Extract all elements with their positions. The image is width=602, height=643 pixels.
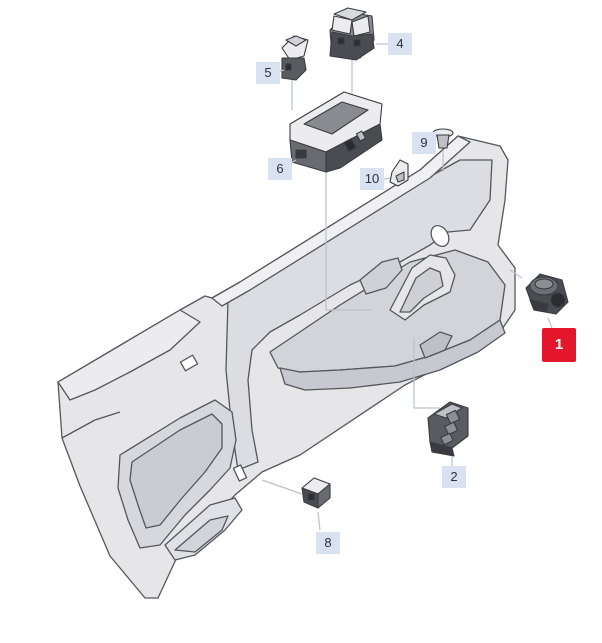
- callout-5[interactable]: 5: [256, 62, 280, 84]
- part-1-mirror-switch: [525, 273, 569, 315]
- door-trim-panel: [57, 135, 516, 599]
- leader-lines: [261, 48, 523, 495]
- part-6-switch-bezel: [289, 91, 383, 173]
- callout-6[interactable]: 6: [268, 158, 292, 180]
- callout-1-highlighted[interactable]: 1: [542, 328, 576, 362]
- callout-8[interactable]: 8: [316, 532, 340, 554]
- part-2-switch-module: [427, 401, 469, 457]
- part-5-window-switch-single: [281, 35, 309, 81]
- callout-9[interactable]: 9: [412, 132, 436, 154]
- part-4-window-switch-double: [329, 7, 375, 61]
- part-10-bracket: [389, 159, 409, 187]
- callout-10[interactable]: 10: [360, 168, 384, 190]
- callout-2[interactable]: 2: [442, 466, 466, 488]
- callout-4[interactable]: 4: [388, 33, 412, 55]
- part-8-small-switch: [301, 477, 331, 509]
